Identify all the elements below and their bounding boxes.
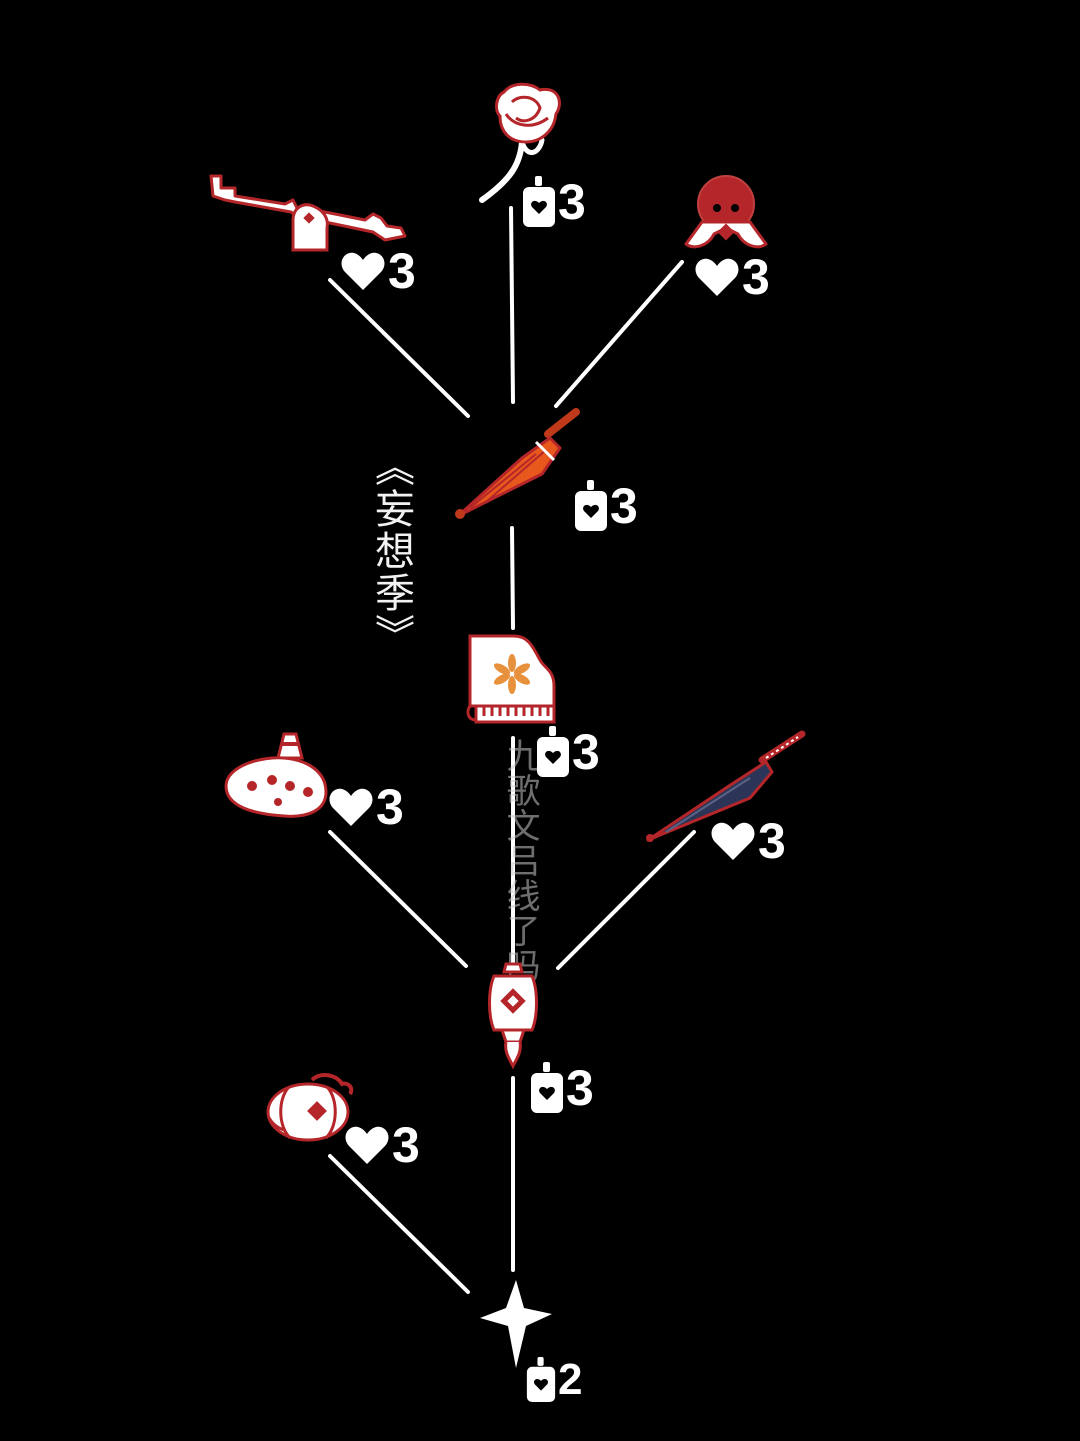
connector-piano-umbrella — [510, 526, 515, 630]
cost-amount: 3 — [742, 249, 770, 305]
season-title: 《妄想季》 — [368, 446, 414, 656]
candle-icon — [575, 480, 607, 531]
pumpkin-icon — [266, 1073, 354, 1142]
node-star[interactable] — [476, 1278, 556, 1374]
cost-piano: 3 — [536, 726, 600, 778]
heart-icon — [329, 788, 373, 826]
cost-amount: 3 — [376, 779, 404, 835]
ocarina-icon — [224, 732, 328, 818]
connector-umbrella-seesaw — [328, 278, 470, 418]
piano-icon — [466, 634, 556, 724]
connector-umbrella-octopus — [554, 260, 684, 408]
node-octopus-hat[interactable] — [680, 172, 770, 260]
spirit-star-icon — [480, 1280, 552, 1368]
cost-lantern: 3 — [530, 1062, 594, 1114]
watermark-text: 九歌文吕线了吗 — [500, 738, 540, 983]
cost-amount: 3 — [758, 813, 786, 869]
cost-amount: 3 — [558, 174, 586, 230]
cost-pumpkin: 3 — [344, 1120, 420, 1170]
connector-lantern-ocarina — [328, 830, 468, 968]
octopus-hat-icon — [684, 175, 768, 249]
connector-star-pumpkin — [328, 1154, 470, 1294]
cost-orange-umbrella: 3 — [574, 480, 638, 532]
cost-amount: 2 — [558, 1355, 583, 1404]
cost-star: 2 — [526, 1356, 582, 1404]
navy-umbrella-icon — [646, 730, 806, 842]
node-orange-umbrella[interactable] — [450, 404, 590, 530]
connector-lantern-navyumbrella — [556, 830, 696, 970]
cost-amount: 3 — [566, 1060, 594, 1116]
node-lantern[interactable] — [484, 960, 542, 1074]
cost-amount: 3 — [392, 1117, 420, 1173]
candle-icon — [531, 1062, 563, 1113]
orange-umbrella-icon — [455, 408, 580, 519]
candle-icon — [537, 726, 569, 777]
connector-umbrella-rose — [509, 206, 515, 404]
cost-navy-umbrella: 3 — [710, 816, 786, 866]
lantern-icon — [488, 962, 538, 1070]
node-piano[interactable] — [464, 630, 560, 732]
seesaw-icon — [209, 174, 407, 252]
heart-icon — [341, 252, 385, 290]
node-pumpkin[interactable] — [262, 1070, 354, 1146]
cost-ocarina: 3 — [328, 782, 404, 832]
cost-amount: 3 — [610, 478, 638, 534]
heart-icon — [711, 822, 755, 860]
candle-icon — [523, 176, 555, 227]
cost-amount: 3 — [572, 724, 600, 780]
heart-icon — [695, 258, 739, 296]
cost-amount: 3 — [388, 243, 416, 299]
candle-icon — [526, 1357, 556, 1403]
node-navy-umbrella[interactable] — [642, 728, 808, 852]
cost-octopus-hat: 3 — [694, 252, 770, 302]
cost-rose: 3 — [522, 176, 586, 228]
node-rose[interactable] — [470, 80, 570, 212]
heart-icon — [345, 1126, 389, 1164]
rose-icon — [479, 82, 561, 203]
cost-seesaw: 3 — [340, 246, 416, 296]
node-seesaw[interactable] — [205, 170, 411, 258]
node-ocarina[interactable] — [222, 730, 334, 826]
